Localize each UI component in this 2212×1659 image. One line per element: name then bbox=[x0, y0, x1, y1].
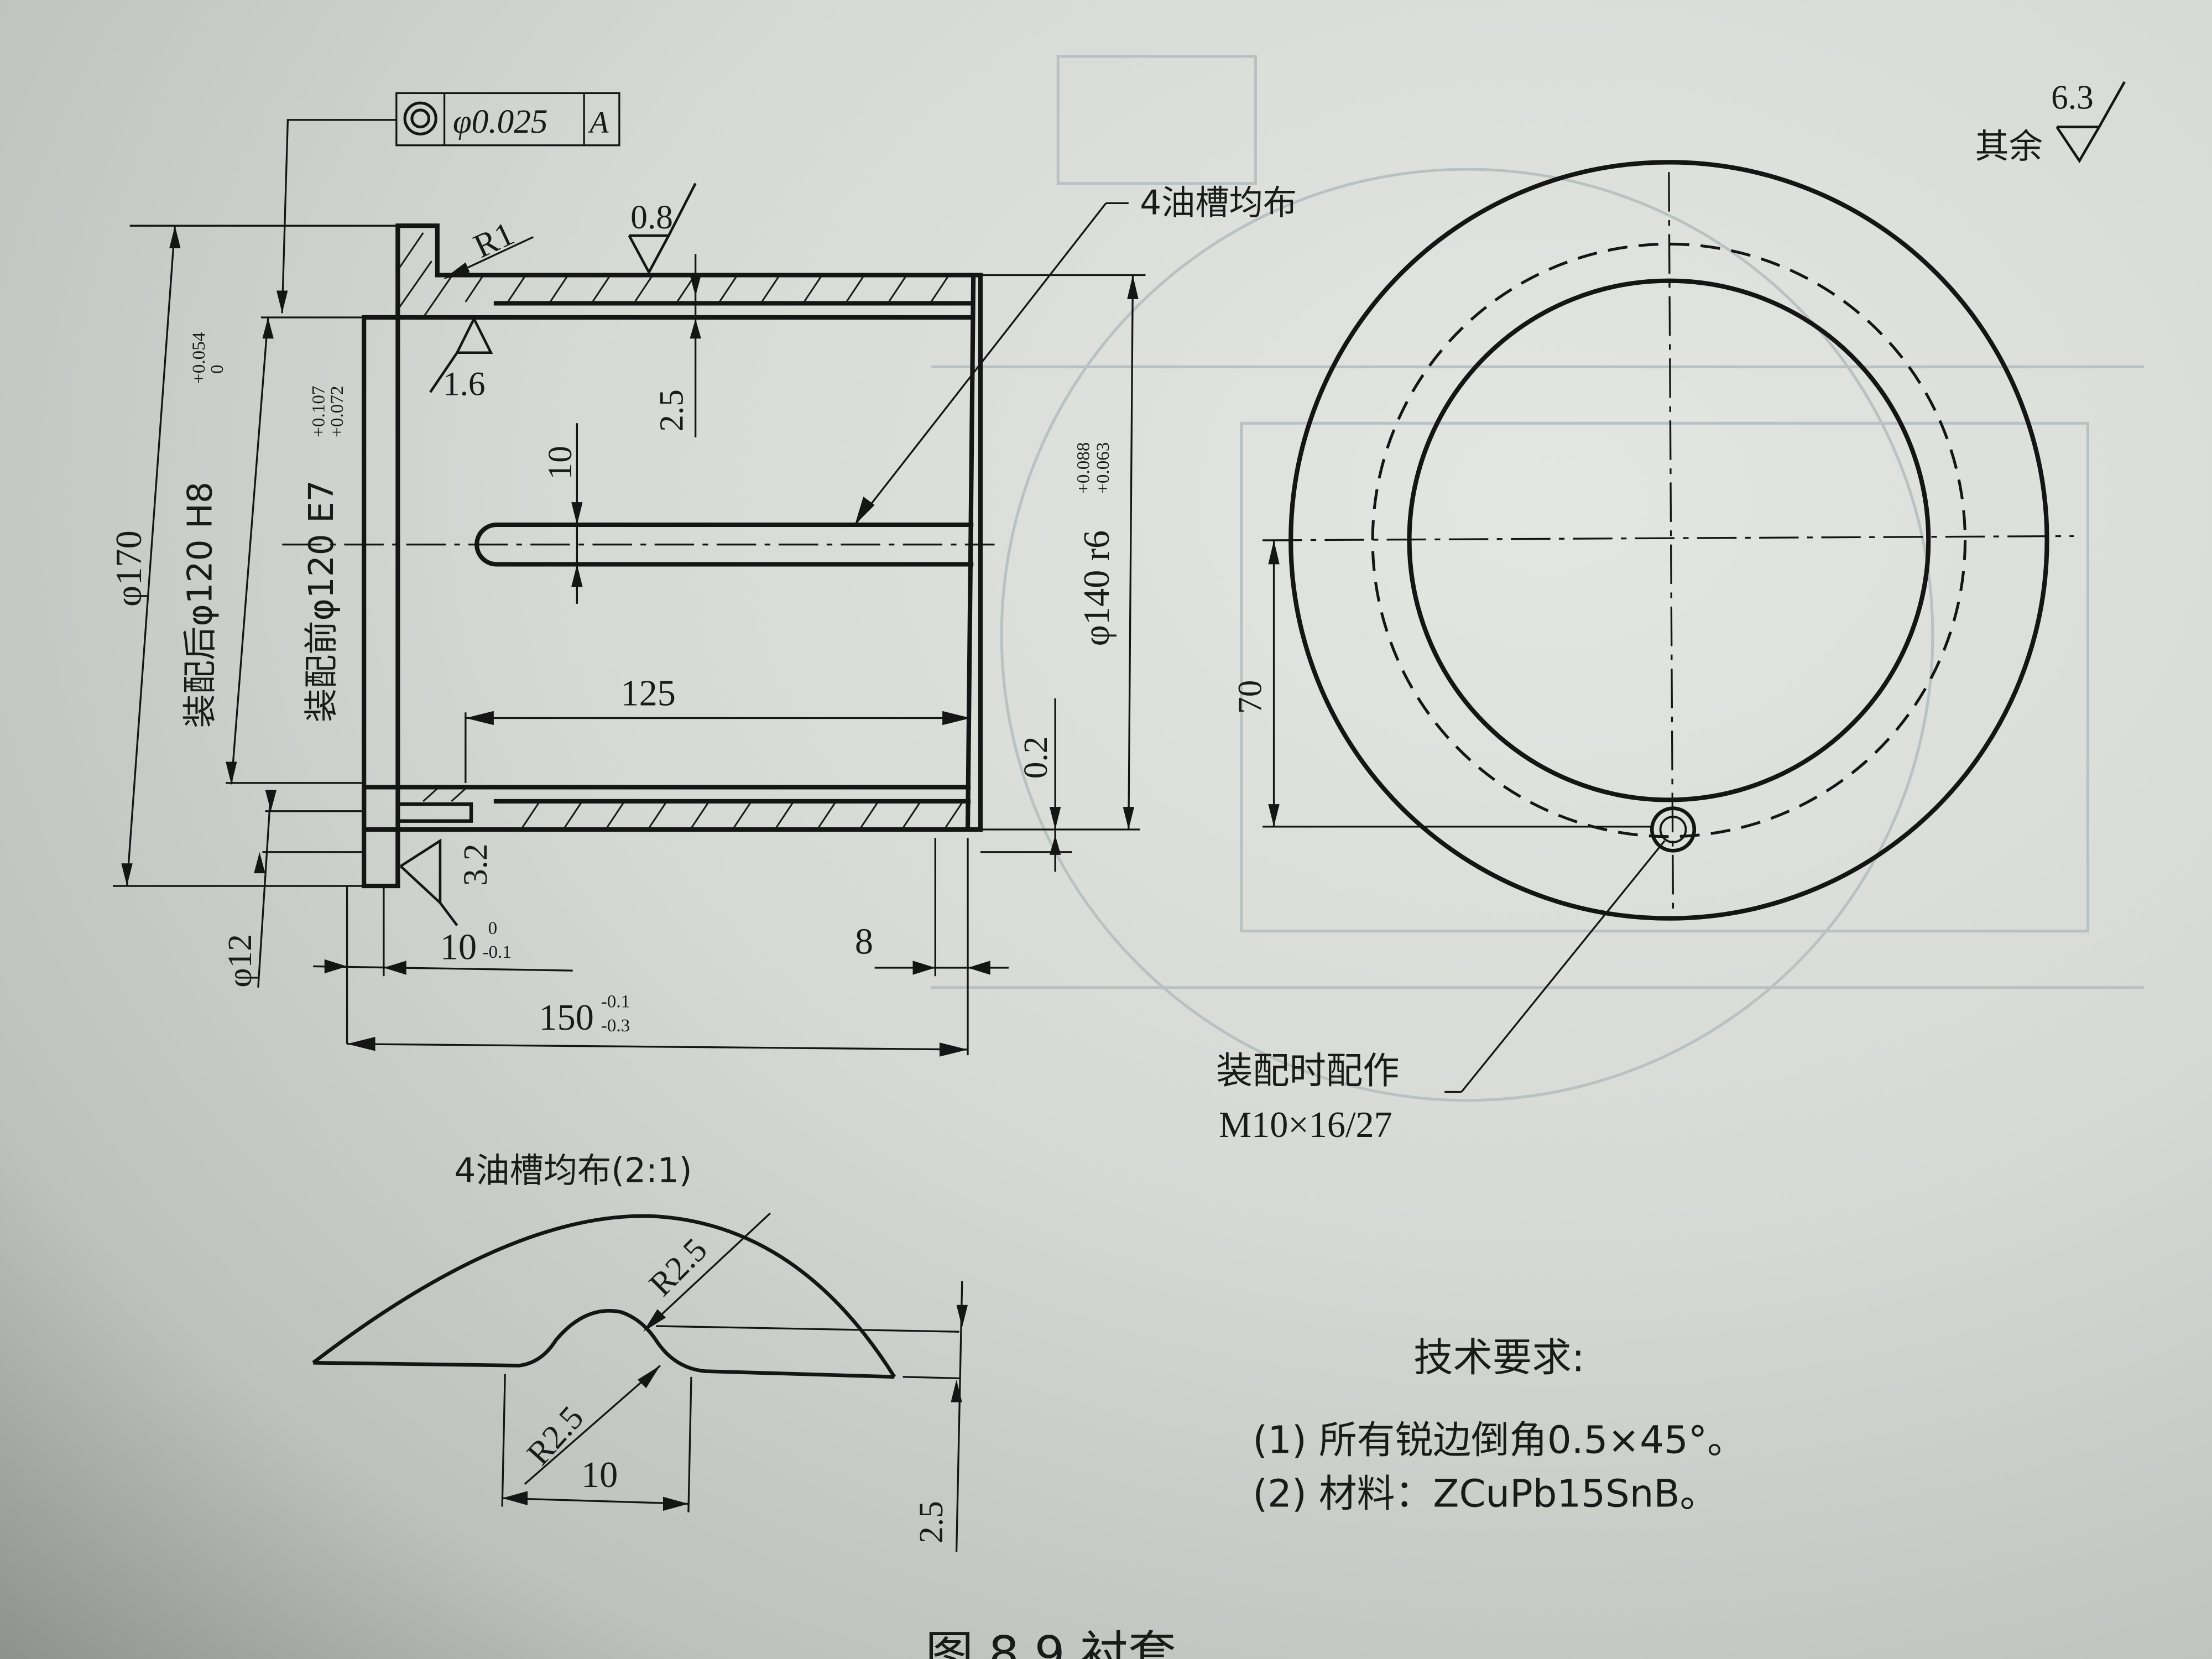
tapped-hole-icon bbox=[1650, 806, 1697, 853]
svg-text:0.8: 0.8 bbox=[630, 199, 673, 236]
technical-requirements: 技术要求: (1) 所有锐边倒角0.5×45°。 (2) 材料：ZCuPb15S… bbox=[1253, 1335, 1745, 1516]
detail-radius-bottom: R2.5 bbox=[519, 1399, 591, 1473]
roughness-1.6-icon: 1.6 bbox=[429, 318, 493, 403]
end-view: 70 装配时配作 M10×16/27 bbox=[1216, 160, 2074, 1145]
chamfer-step-dim: 0.2 bbox=[1017, 737, 1055, 779]
feature-control-frame: φ0.025 A bbox=[276, 92, 620, 314]
svg-text:-0.1: -0.1 bbox=[601, 991, 630, 1011]
tech-req-item-1: (1) 所有锐边倒角0.5×45°。 bbox=[1253, 1418, 1745, 1463]
figure-caption: 图 8.9 衬套 bbox=[925, 1626, 1176, 1659]
roughness-0.8-icon: 0.8 bbox=[628, 182, 697, 275]
detail-depth-dim: 2.5 bbox=[912, 1501, 950, 1543]
svg-text:装配前φ120 E7: 装配前φ120 E7 bbox=[302, 480, 341, 722]
oil-groove bbox=[282, 522, 995, 567]
detail-radius-top: R2.5 bbox=[642, 1231, 714, 1303]
tech-req-item-2: (2) 材料：ZCuPb15SnB。 bbox=[1253, 1472, 1718, 1516]
oil-groove-leader-label: 4油槽均布 bbox=[1140, 184, 1297, 223]
svg-text:+0.088: +0.088 bbox=[1073, 442, 1093, 494]
roughness-3.2-icon: 3.2 bbox=[399, 838, 494, 926]
svg-text:+0.054: +0.054 bbox=[189, 332, 209, 384]
hatch-top bbox=[398, 232, 949, 318]
groove-width-dim: 10 bbox=[541, 446, 579, 479]
flange-thickness-dim: 10 bbox=[440, 927, 477, 968]
svg-text:φ0.025: φ0.025 bbox=[453, 103, 548, 140]
hatch-bottom bbox=[422, 787, 963, 829]
tolerance-value: φ0.025 bbox=[453, 103, 548, 140]
outer-dia-dim: φ140 r6 bbox=[1077, 530, 1117, 646]
flange-radius-label: R1 bbox=[468, 215, 519, 265]
svg-text:0: 0 bbox=[207, 364, 227, 374]
svg-text:-0.1: -0.1 bbox=[482, 942, 512, 962]
detail-title: 4油槽均布(2:1) bbox=[454, 1151, 692, 1191]
concentricity-icon bbox=[403, 101, 437, 135]
detail-view: 4油槽均布(2:1) R2.5 R2.5 10 2.5 bbox=[312, 1151, 968, 1552]
detail-width-dim: 10 bbox=[581, 1455, 618, 1495]
outer-flange-dia-dim: φ170 bbox=[109, 530, 149, 607]
datum-letter: A bbox=[587, 106, 609, 140]
svg-text:-0.3: -0.3 bbox=[601, 1015, 630, 1036]
hole-note-line2: M10×16/27 bbox=[1219, 1105, 1392, 1145]
section-view: φ0.025 A bbox=[109, 92, 1297, 1057]
show-through-ghost bbox=[931, 55, 2145, 1102]
bore-before-dim: 装配前φ120 E7 bbox=[302, 480, 341, 722]
svg-text:3.2: 3.2 bbox=[457, 844, 494, 886]
svg-text:1.6: 1.6 bbox=[443, 365, 486, 403]
wall-dim: 2.5 bbox=[653, 389, 691, 432]
offset-dim: 70 bbox=[1232, 680, 1269, 714]
tech-req-heading: 技术要求: bbox=[1413, 1335, 1585, 1381]
hole-note-line1: 装配时配作 bbox=[1216, 1049, 1400, 1092]
total-length-dim: 150 bbox=[539, 998, 593, 1038]
pin-hole-dia-dim: φ12 bbox=[221, 934, 259, 988]
svg-text:+0.072: +0.072 bbox=[327, 386, 347, 437]
svg-text:+0.107: +0.107 bbox=[309, 386, 329, 437]
svg-text:装配后φ120 H8: 装配后φ120 H8 bbox=[181, 482, 220, 728]
svg-text:6.3: 6.3 bbox=[2051, 79, 2094, 116]
svg-text:0: 0 bbox=[488, 918, 498, 938]
groove-length-dim: 125 bbox=[620, 674, 675, 714]
bore-after-dim: 装配后φ120 H8 bbox=[181, 482, 220, 728]
svg-text:其余: 其余 bbox=[1975, 127, 2042, 166]
roughness-default-icon: 其余 6.3 bbox=[1975, 79, 2126, 166]
svg-text:+0.063: +0.063 bbox=[1093, 442, 1113, 494]
end-length-dim: 8 bbox=[855, 921, 873, 962]
